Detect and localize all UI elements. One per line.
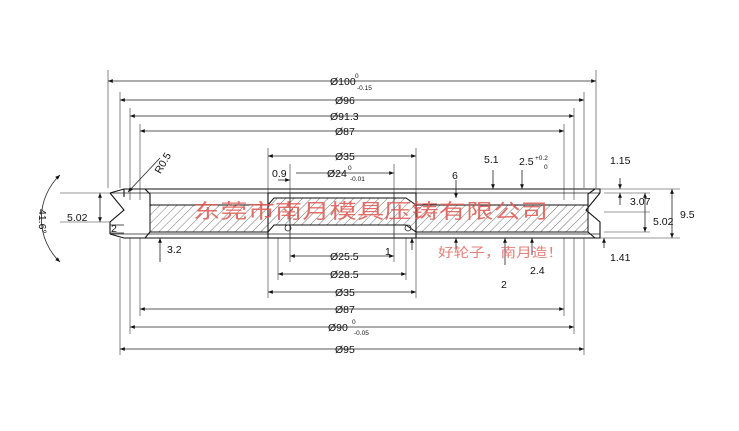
dim-141: 1.41 xyxy=(610,252,631,264)
dim-502-left: 5.02 xyxy=(67,212,88,224)
dim-25: 2.5 xyxy=(519,156,534,168)
dim-95: 9.5 xyxy=(680,209,695,221)
dim-d95: Ø95 xyxy=(335,344,355,356)
dim-51: 5.1 xyxy=(484,154,499,166)
dim-502-right: 5.02 xyxy=(653,216,674,228)
dim-d24-sup: 0 xyxy=(348,165,352,172)
dim-d90-sup: 0 xyxy=(352,319,356,326)
dim-d87-top: Ø87 xyxy=(335,126,355,138)
dim-d35-top: Ø35 xyxy=(335,151,355,163)
dim-angle: 41.6° xyxy=(36,209,48,234)
left-bevel xyxy=(109,192,125,234)
dim-d35-bot: Ø35 xyxy=(335,287,355,299)
dim-2-right: 2 xyxy=(501,279,507,291)
dim-d100-sup: 0 xyxy=(355,73,359,80)
bottom-dimensions xyxy=(119,238,585,355)
dim-24: 2.4 xyxy=(530,265,545,277)
top-dimensions xyxy=(107,70,597,200)
dim-d100-sub: -0.15 xyxy=(357,85,372,92)
dim-32: 3.2 xyxy=(167,244,182,256)
dim-1: 1 xyxy=(385,246,391,258)
hub-fillet-left xyxy=(284,224,292,232)
right-small-dims xyxy=(410,170,680,265)
hub-outline xyxy=(267,192,417,239)
hub-fillet-right xyxy=(404,224,412,232)
watermark-slogan: 好轮子，南月造！ xyxy=(438,245,563,261)
right-bevel xyxy=(585,192,601,234)
dim-25-sup: +0.2 xyxy=(535,155,548,162)
dim-6: 6 xyxy=(452,170,458,182)
dim-d255: Ø25.5 xyxy=(330,251,359,263)
dim-d24: Ø24 xyxy=(327,168,347,180)
dim-307: 3.07 xyxy=(630,196,651,208)
left-small-dims xyxy=(40,157,162,263)
bottom-outline xyxy=(109,231,601,239)
dim-d90-sub: -0.05 xyxy=(354,330,369,337)
dim-09: 0.9 xyxy=(272,168,287,180)
dim-d100: Ø100 xyxy=(330,76,356,88)
dim-d913: Ø91.3 xyxy=(330,111,359,123)
dim-r05: R0.5 xyxy=(153,151,175,176)
dim-2-left: 2 xyxy=(111,223,117,235)
dim-25-sub: 0 xyxy=(544,164,548,171)
dimension-labels: Ø100 0 -0.15 Ø96 Ø91.3 Ø87 Ø35 Ø24 0 -0.… xyxy=(36,73,695,356)
dim-d24-sub: -0.01 xyxy=(350,176,365,183)
dim-d90: Ø90 xyxy=(328,322,348,334)
dim-d285: Ø28.5 xyxy=(330,269,359,281)
dim-d96: Ø96 xyxy=(335,95,355,107)
dim-115: 1.15 xyxy=(610,155,631,167)
watermark-company: 东莞市南月模具压铸有限公司 xyxy=(193,199,548,223)
dim-d87-bot: Ø87 xyxy=(335,304,355,316)
part-profile xyxy=(109,188,601,239)
